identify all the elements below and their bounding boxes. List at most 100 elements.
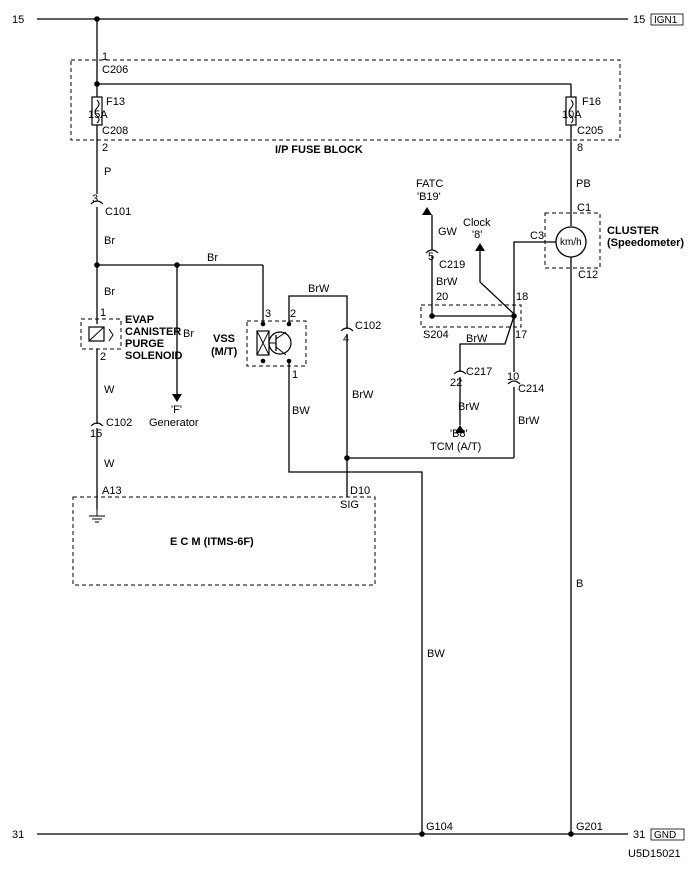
wire-p-label: P (104, 166, 111, 178)
fatc-label: FATC (416, 178, 443, 190)
fatc-arrow-icon (422, 207, 432, 215)
vss-ground-wire (288, 361, 423, 834)
wire-brw-tcm-label: BrW (458, 401, 480, 413)
vss-transistor-emitter (275, 346, 287, 356)
wire-w1-label: W (104, 384, 115, 396)
vss-pin3-dot (260, 321, 266, 327)
c102-label-right: C102 (355, 320, 381, 332)
solenoid-label-line-2: CANISTER (125, 326, 181, 338)
clock-arrow-icon (475, 243, 485, 251)
bus-15-left-label: 15 (12, 14, 24, 26)
gnd-tag-box (650, 828, 685, 841)
wire-brw-c217-label: BrW (466, 333, 488, 345)
solenoid-coil-slash (88, 326, 105, 342)
s204-splice-outline (420, 304, 522, 328)
vss-label: VSS (213, 333, 235, 345)
c206-pin-1: 1 (102, 51, 108, 63)
c208-label: C208 (102, 125, 128, 137)
vss-pin-1: 1 (292, 369, 298, 381)
wire-brw-vss-label: BrW (308, 283, 330, 295)
c219-pin-5: 5 (428, 251, 434, 263)
c219-connector-symbol (425, 249, 439, 254)
g201-label: G201 (576, 821, 603, 833)
wire-w2-label: W (104, 458, 115, 470)
f16-rating: 10A (562, 109, 582, 121)
splice-pin-20: 20 (436, 291, 448, 303)
ecm-title: E C M (ITMS-6F) (170, 536, 254, 548)
clock-code: '8' (472, 229, 482, 241)
generator-arrow-icon (172, 394, 182, 402)
tcm-arrow-icon (455, 425, 465, 433)
wire-gw-label: GW (438, 226, 458, 238)
cluster-label: CLUSTER (607, 225, 659, 237)
wire-br1-label: Br (104, 235, 115, 247)
cluster-c3-label: C3 (530, 230, 544, 242)
ip-fuse-block-title: I/P FUSE BLOCK (275, 144, 363, 156)
ecm-pin-d10: D10 (350, 485, 370, 497)
wire-br-gen-label: Br (183, 328, 194, 340)
vss-transistor-collector (275, 331, 287, 340)
generator-label: Generator (149, 417, 199, 429)
c102-connector-symbol-left (90, 422, 104, 427)
diagram-id-label: U5D15021 (628, 848, 681, 860)
bus-31-right-label: 31 (633, 829, 645, 841)
cluster-c3-wire (513, 241, 556, 314)
bus-15-right-label: 15 (633, 14, 645, 26)
splice-pin-17: 17 (515, 329, 527, 341)
wire-pb-label: PB (576, 178, 591, 190)
c102-label-left: C102 (106, 417, 132, 429)
c102-pin-4: 4 (343, 333, 349, 345)
c208-pin-2: 2 (102, 142, 108, 154)
vss-coil-cross (256, 330, 270, 356)
c205-pin-8: 8 (577, 142, 583, 154)
c101-pin-3: 3 (92, 193, 98, 205)
f13-rating: 15A (88, 109, 108, 121)
solenoid-valve-icon (108, 328, 114, 342)
wire-brw-ecm-label: BrW (352, 389, 374, 401)
s204-pin20-dot (429, 313, 435, 319)
fatc-code: 'B19' (417, 191, 441, 203)
vss-signal-wire (288, 295, 348, 329)
wire-brw-c219-label: BrW (436, 276, 458, 288)
cluster-outline (544, 212, 601, 269)
c217-connector-symbol (453, 370, 467, 375)
tcm-code: 'B8' (450, 428, 468, 440)
s204-label: S204 (423, 329, 449, 341)
vss-coil-dot (260, 358, 266, 364)
wire-bw-ground-label: BW (427, 648, 445, 660)
ign1-tag-label: IGN1 (654, 15, 678, 26)
gauge-unit-label: km/h (560, 237, 582, 248)
gnd-tag-label: GND (654, 830, 676, 841)
solenoid-label-line-1: EVAP (125, 314, 154, 326)
c217-pin-22: 22 (450, 377, 462, 389)
generator-code: 'F' (171, 404, 182, 416)
f16-name: F16 (582, 96, 601, 108)
wire-bw-vss-label: BW (292, 405, 310, 417)
vss-outline (246, 320, 307, 367)
cluster-c1-label: C1 (577, 202, 591, 214)
wire-b-label: B (576, 578, 583, 590)
vss-pin-3: 3 (265, 308, 271, 320)
wire-br-top-label: Br (207, 252, 218, 264)
fuse-bus-dot (94, 81, 100, 87)
cluster-c12-label: C12 (578, 269, 598, 281)
speedometer-label: (Speedometer) (607, 237, 684, 249)
solenoid-pin-1: 1 (100, 307, 106, 319)
tcm-label: TCM (A/T) (430, 441, 481, 453)
c219-label: C219 (439, 259, 465, 271)
ign1-tag-box (650, 13, 684, 26)
c101-label: C101 (105, 206, 131, 218)
c214-pin-10: 10 (507, 371, 519, 383)
bus-31-left-label: 31 (12, 829, 24, 841)
f16-fuse-element (568, 99, 574, 124)
ip-fuse-block-outline (70, 59, 621, 141)
wire-brw-c214-label: BrW (518, 415, 540, 427)
solenoid-pin-2: 2 (100, 351, 106, 363)
g104-label: G104 (426, 821, 453, 833)
c217-label: C217 (466, 366, 492, 378)
clock-wire (479, 251, 515, 315)
vss-mt-label: (M/T) (211, 346, 238, 358)
f13-name: F13 (106, 96, 125, 108)
c102-connector-symbol-right (340, 327, 354, 332)
